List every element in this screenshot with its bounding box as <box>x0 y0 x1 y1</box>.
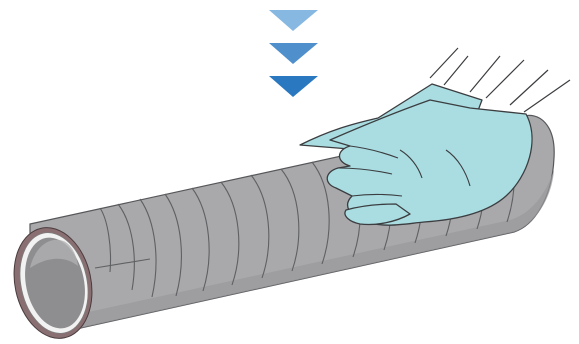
pressure-arrow-icon <box>269 76 318 97</box>
pressure-arrow-icon <box>269 10 318 31</box>
pressure-arrow-icon <box>269 43 318 64</box>
pressure-arrows <box>269 10 318 97</box>
